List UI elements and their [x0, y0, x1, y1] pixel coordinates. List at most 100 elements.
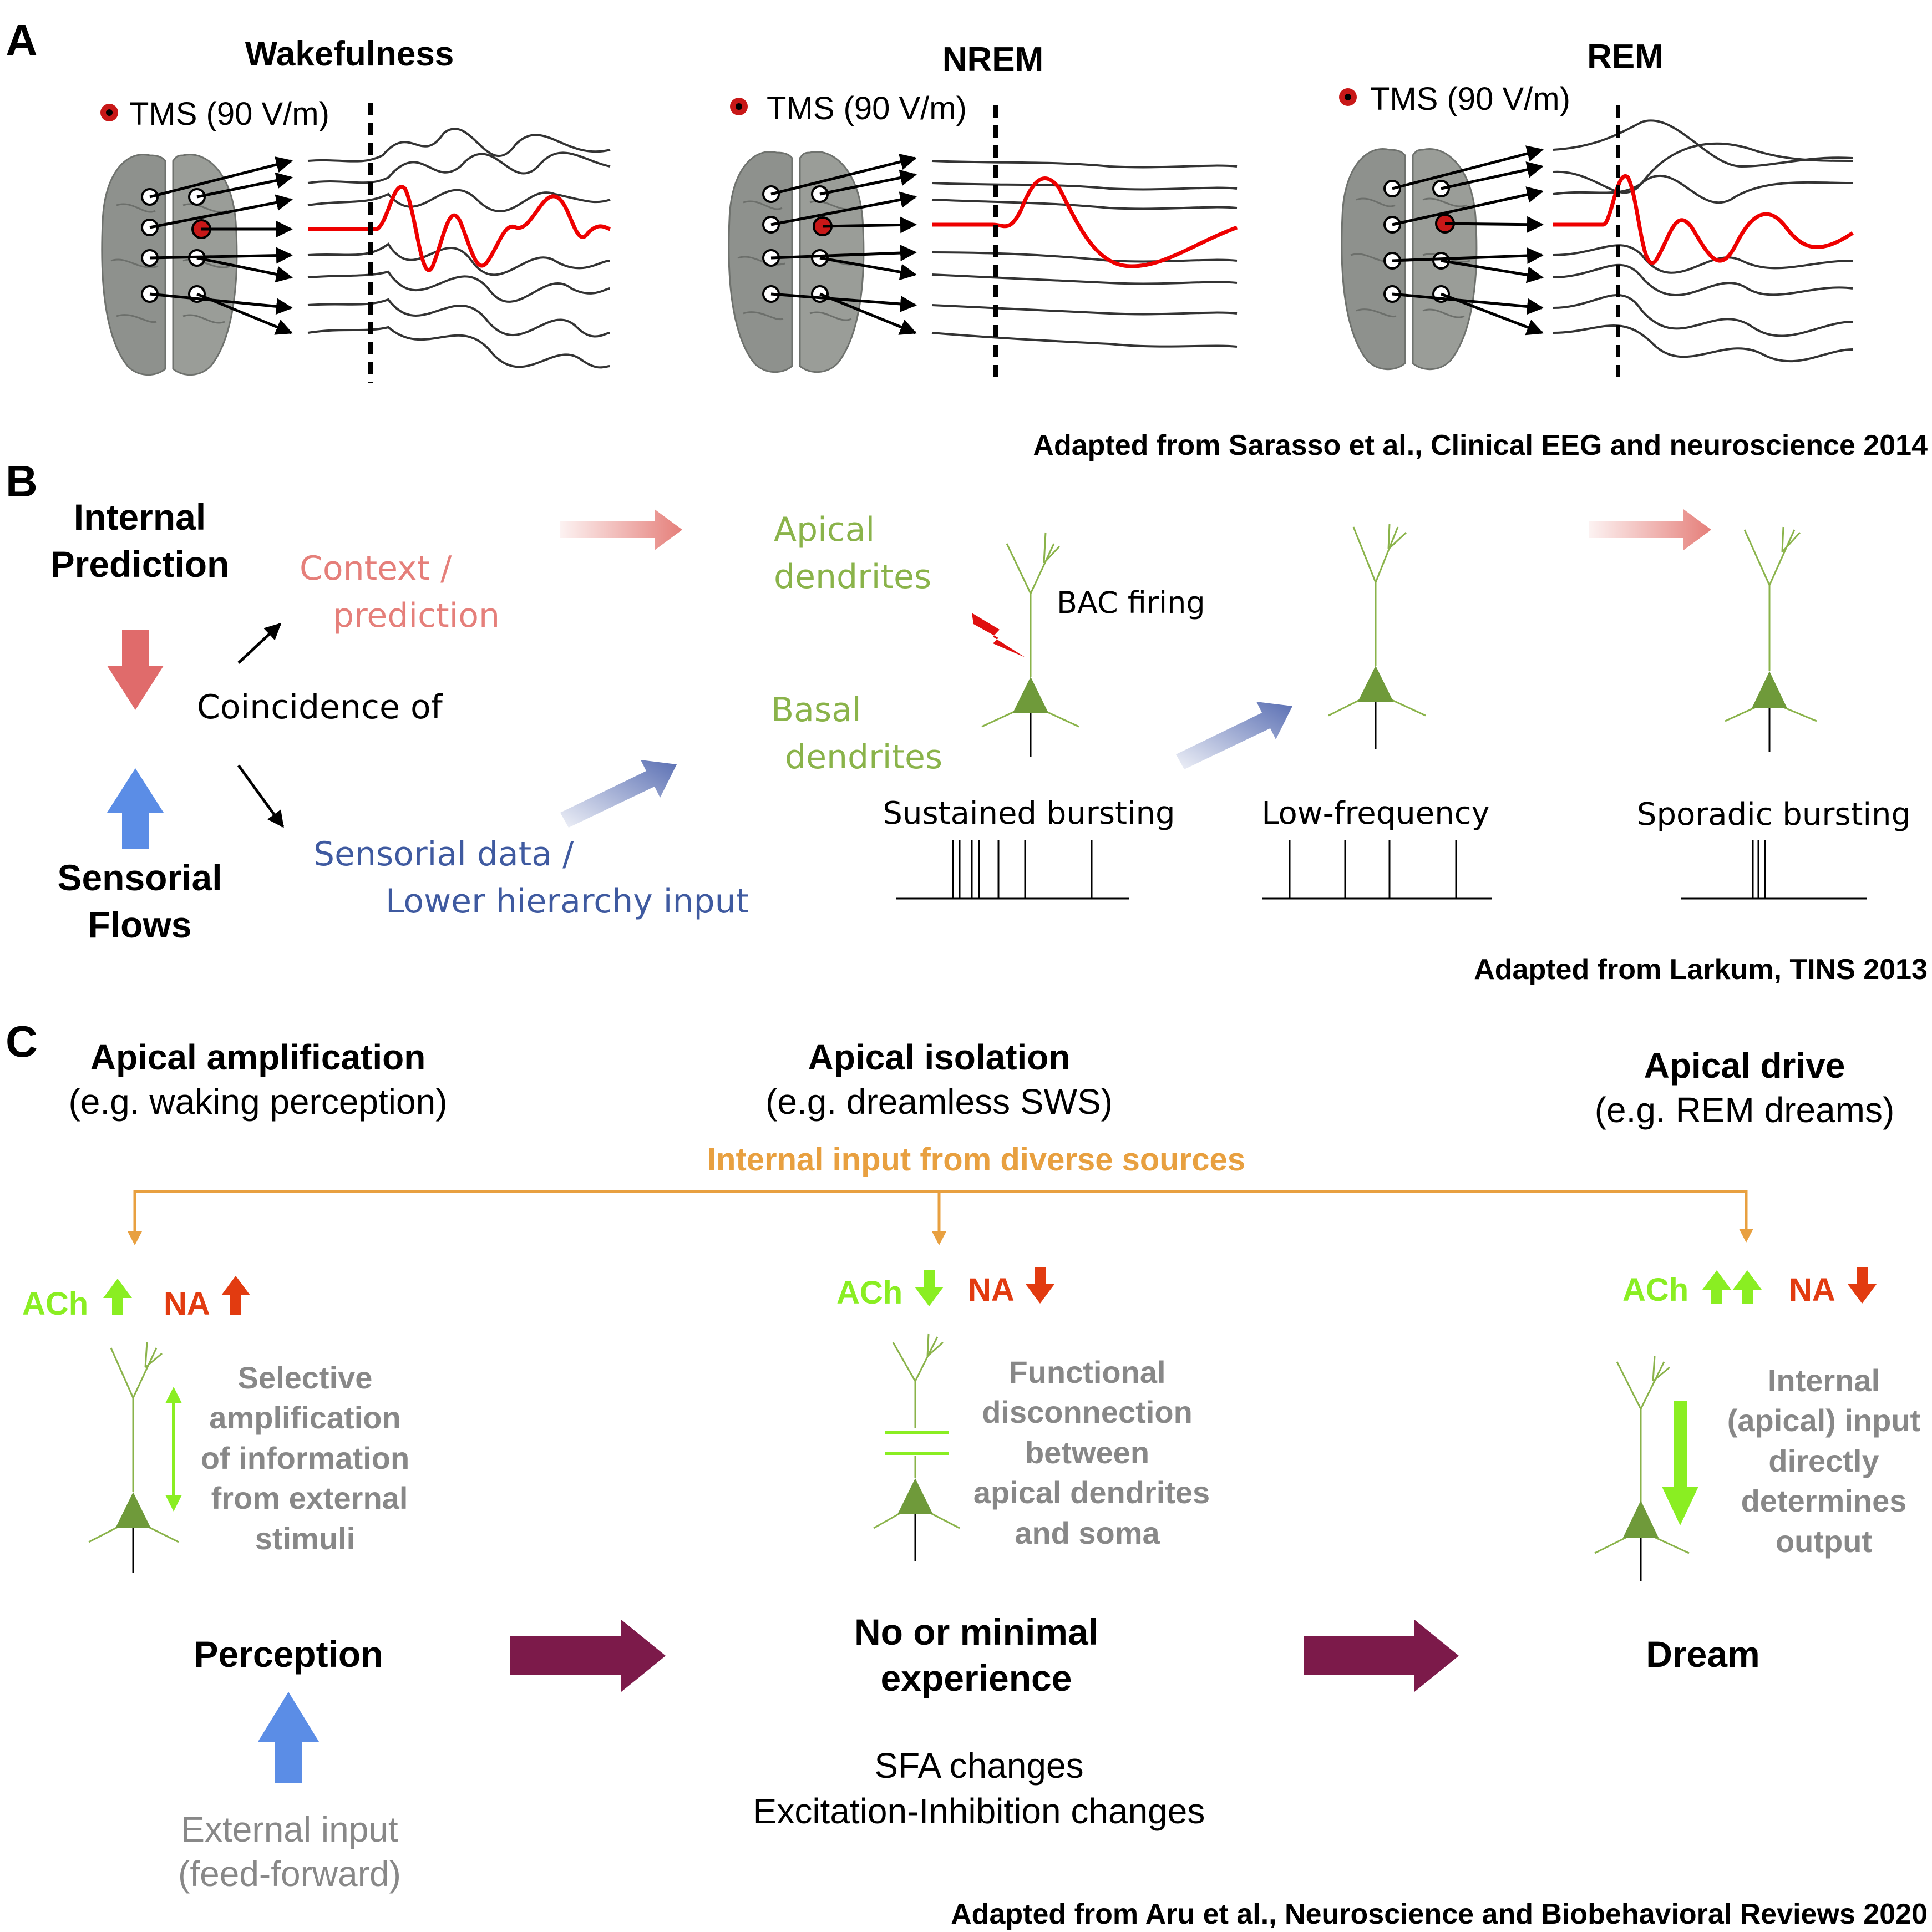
wake-red-trace	[308, 185, 611, 272]
soma-icon	[1013, 677, 1048, 713]
amp-desc-1: Selective	[238, 1360, 373, 1395]
na-label-amp: NA	[164, 1286, 210, 1322]
low-frequency-label: Low-frequency	[1261, 795, 1489, 831]
pink-gradient-arrow-icon	[560, 509, 682, 550]
basal-line1: Basal	[771, 691, 861, 729]
ach-label-drive: ACh	[1622, 1272, 1688, 1308]
amp-desc-3: of information	[201, 1441, 409, 1475]
na-label-iso: NA	[968, 1272, 1015, 1308]
soma-icon	[1623, 1500, 1659, 1538]
amp-desc-2: amplification	[209, 1400, 400, 1435]
drive-desc-1: Internal	[1768, 1363, 1880, 1398]
apical-drive-down-arrow-icon	[1662, 1401, 1698, 1525]
amp-desc-5: stimuli	[255, 1521, 355, 1556]
wake-group: Wakefulness TMS (90 V/m)	[100, 35, 611, 383]
ach-up-arrow-icon-2	[1733, 1270, 1762, 1304]
maroon-arrow-icon-2	[1304, 1620, 1459, 1692]
brain-icon	[101, 154, 238, 376]
spike-train-lowfreq	[1262, 840, 1492, 900]
panel-a-credit: Adapted from Sarasso et al., Clinical EE…	[1033, 429, 1928, 462]
bac-firing-label: BAC firing	[1057, 585, 1205, 620]
na-up-arrow-icon	[221, 1276, 250, 1315]
soma-icon	[115, 1492, 151, 1528]
down-arrow-red-icon	[107, 630, 164, 710]
wake-title: Wakefulness	[245, 35, 454, 73]
sensorial-flows-line1: Sensorial	[57, 857, 222, 898]
panel-a-label: A	[6, 16, 38, 65]
internal-input-bracket	[133, 1190, 1748, 1237]
soma-icon	[897, 1478, 933, 1514]
minimal-line1: No or minimal	[854, 1611, 1098, 1652]
sustained-bursting-label: Sustained bursting	[883, 795, 1175, 831]
sensorial-flows-line2: Flows	[88, 904, 191, 945]
coincidence-label: Coincidence of	[197, 688, 444, 727]
ach-up-arrow-icon	[1702, 1270, 1731, 1304]
rem-arrows	[1392, 145, 1544, 336]
amp-desc-4: from external	[211, 1480, 408, 1515]
sensorial-data-line1: Sensorial data /	[313, 835, 574, 874]
iso-desc-2: disconnection	[982, 1395, 1193, 1429]
na-down-arrow-icon	[1026, 1267, 1054, 1304]
blue-gradient-arrow-icon-2	[1176, 702, 1292, 769]
ei-changes-label: Excitation-Inhibition changes	[753, 1791, 1205, 1831]
dream-label: Dream	[1646, 1634, 1759, 1675]
ach-label-iso: ACh	[836, 1275, 902, 1311]
iso-desc-4: apical dendrites	[973, 1475, 1210, 1510]
apical-line2: dendrites	[774, 557, 931, 596]
rem-red-trace	[1553, 174, 1854, 265]
nrem-arrows	[770, 153, 917, 335]
spike-train-sustained	[896, 840, 1129, 900]
ach-down-arrow-icon	[915, 1270, 944, 1306]
na-down-arrow-icon	[1848, 1267, 1877, 1304]
iso-desc-1: Functional	[1008, 1355, 1165, 1390]
arrow-to-sensorial-icon	[237, 764, 285, 828]
drive-desc-3: directly	[1768, 1443, 1879, 1478]
ach-label-amp: ACh	[22, 1286, 88, 1322]
double-arrow-icon	[165, 1387, 182, 1512]
orange-arrowheads	[128, 1229, 1753, 1245]
minimal-line2: experience	[881, 1657, 1072, 1698]
panel-b-credit: Adapted from Larkum, TINS 2013	[1474, 954, 1928, 986]
amp-sub: (e.g. waking perception)	[68, 1082, 447, 1122]
basal-line2: dendrites	[785, 738, 942, 777]
rem-title: REM	[1587, 38, 1664, 76]
nrem-eeg-traces	[931, 160, 1238, 348]
wake-tms-label: TMS (90 V/m)	[129, 96, 329, 132]
external-line2: (feed-forward)	[178, 1854, 401, 1894]
up-arrow-blue-icon	[107, 768, 164, 849]
internal-prediction-line1: Internal	[74, 496, 206, 537]
arrow-to-context-icon	[237, 622, 282, 664]
tms-dot-center-icon	[736, 103, 742, 110]
na-label-drive: NA	[1789, 1272, 1835, 1308]
iso-sub: (e.g. dreamless SWS)	[765, 1082, 1113, 1122]
external-line1: External input	[181, 1809, 398, 1849]
blue-gradient-arrow-icon	[560, 760, 677, 828]
drive-title: Apical drive	[1644, 1046, 1845, 1086]
sensorial-data-line2: Lower hierarchy input	[386, 882, 749, 921]
drive-sub: (e.g. REM dreams)	[1595, 1090, 1895, 1130]
internal-prediction-line2: Prediction	[50, 544, 230, 585]
nrem-red-trace	[932, 176, 1238, 268]
electrode-array	[762, 185, 833, 303]
iso-title: Apical isolation	[808, 1037, 1071, 1077]
iso-desc-3: between	[1025, 1435, 1149, 1470]
perception-label: Perception	[194, 1634, 383, 1675]
rem-tms-label: TMS (90 V/m)	[1370, 81, 1570, 117]
neuron-icon-b2	[1328, 524, 1426, 717]
apical-line1: Apical	[774, 510, 875, 549]
sporadic-bursting-label: Sporadic bursting	[1637, 797, 1911, 833]
wake-eeg-traces	[307, 128, 611, 369]
tms-dot-center-icon	[106, 109, 113, 116]
nrem-group: NREM TMS (90 V/m)	[728, 40, 1238, 383]
sfa-changes-label: SFA changes	[874, 1746, 1083, 1786]
tms-dot-center-icon	[1345, 94, 1351, 100]
neuron-icon-b1	[981, 532, 1079, 728]
rem-group: REM TMS (90 V/m)	[1339, 38, 1854, 383]
maroon-arrow-icon	[510, 1620, 666, 1692]
context-line2: prediction	[333, 596, 500, 635]
context-line1: Context /	[300, 549, 452, 588]
ach-up-arrow-icon	[103, 1279, 132, 1315]
internal-input-label: Internal input from diverse sources	[707, 1142, 1245, 1178]
amp-title: Apical amplification	[90, 1037, 426, 1077]
